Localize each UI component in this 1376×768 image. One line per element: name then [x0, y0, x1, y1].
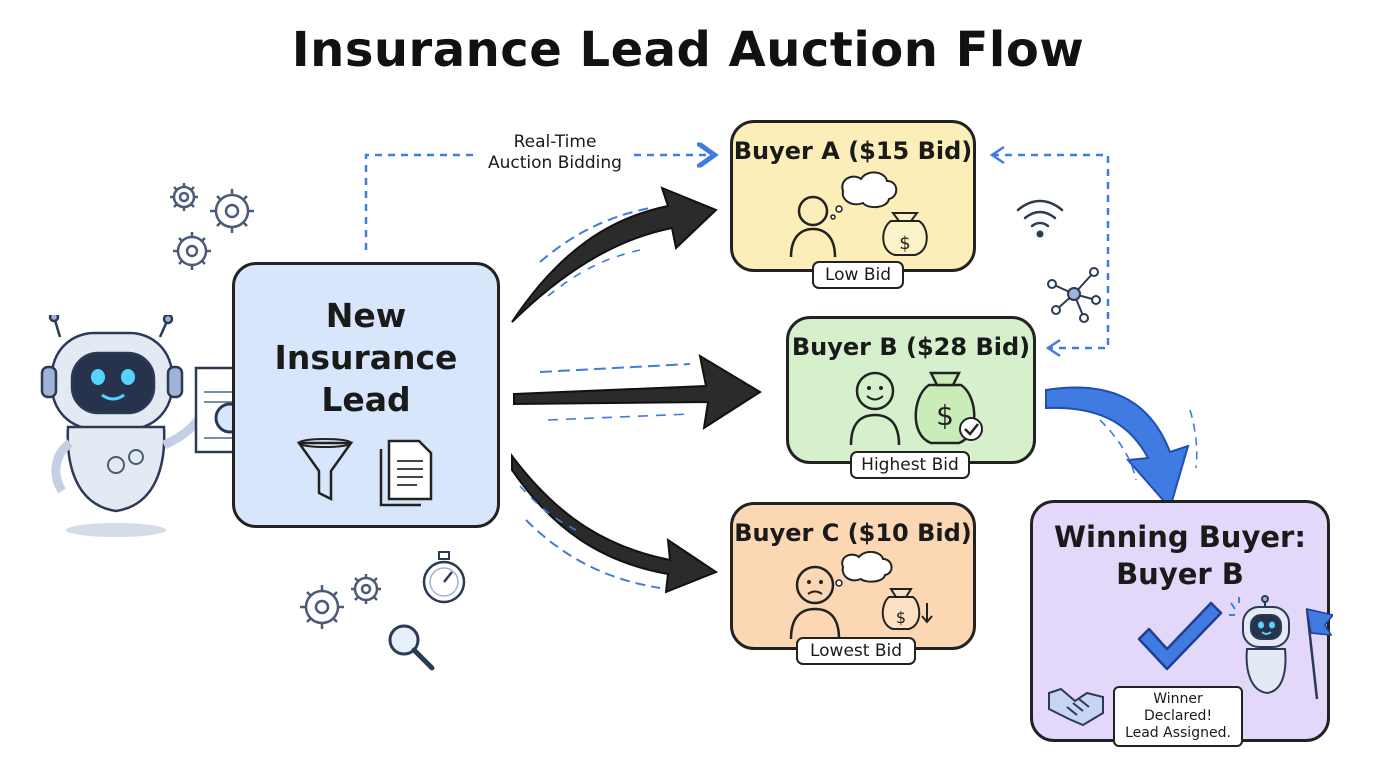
checkmark-icon: [959, 417, 983, 441]
buyer-b-title: Buyer B ($28 Bid): [791, 333, 1031, 361]
stopwatch-icon: [422, 551, 466, 604]
buyer-a-title: Buyer A ($15 Bid): [733, 137, 973, 165]
gear-icon: [170, 183, 254, 270]
page-title: Insurance Lead Auction Flow: [291, 22, 1085, 78]
arrow-to-buyer-a: [511, 186, 718, 323]
buyer-b-tag: Highest Bid: [850, 451, 970, 479]
arrow-to-buyer-c: [511, 453, 719, 594]
magnifier-icon: [388, 624, 435, 671]
documents-icon: [379, 439, 433, 507]
svg-text:$: $: [899, 233, 910, 254]
robot-icon: [40, 315, 208, 537]
auction-bidding-connector: [364, 153, 478, 250]
buyer-a-node: Buyer A ($15 Bid) $: [730, 120, 976, 272]
svg-text:$: $: [896, 608, 906, 627]
winner-note: Winner Declared! Lead Assigned.: [1113, 686, 1243, 747]
feedback-loop-arrowhead-top: [989, 145, 1005, 165]
winner-title: Winning Buyer: Buyer B: [1054, 520, 1306, 591]
feedback-loop-arrowhead-bottom: [1045, 338, 1061, 358]
person-icon: $: [849, 371, 983, 446]
handshake-icon: [1048, 687, 1104, 727]
buyer-c-title: Buyer C ($10 Bid): [734, 519, 972, 547]
lead-label: New Insurance Lead: [274, 296, 458, 419]
buyer-c-tag: Lowest Bid: [796, 637, 916, 665]
network-icon: [1047, 267, 1101, 323]
buyer-a-tag: Low Bid: [812, 261, 904, 289]
gear-icon: [300, 574, 381, 629]
flag-icon: [1306, 608, 1333, 636]
thought-bubble-icon: [830, 171, 898, 220]
arrow-to-winner: [1045, 386, 1198, 511]
person-icon: $: [789, 551, 933, 640]
thought-bubble-icon: [835, 551, 893, 587]
funnel-icon: [296, 438, 354, 502]
auction-bidding-label: Real-Time Auction Bidding: [488, 132, 622, 173]
winner-node: Winning Buyer: Buyer B: [1030, 500, 1333, 742]
lead-node: New Insurance Lead: [232, 262, 500, 528]
money-bag-icon: $: [882, 212, 928, 256]
svg-text:$: $: [936, 399, 954, 432]
robot-icon: [1229, 595, 1333, 700]
person-icon: $: [789, 171, 928, 258]
feedback-loop-connector: [992, 153, 1110, 350]
arrow-to-buyer-b: [513, 353, 762, 431]
checkmark-icon: [1137, 601, 1223, 671]
buyer-c-node: Buyer C ($10 Bid) $: [730, 502, 976, 650]
wifi-icon: [1016, 199, 1064, 238]
money-bag-icon: $: [881, 588, 933, 630]
buyer-b-node: Buyer B ($28 Bid) $: [786, 316, 1036, 464]
